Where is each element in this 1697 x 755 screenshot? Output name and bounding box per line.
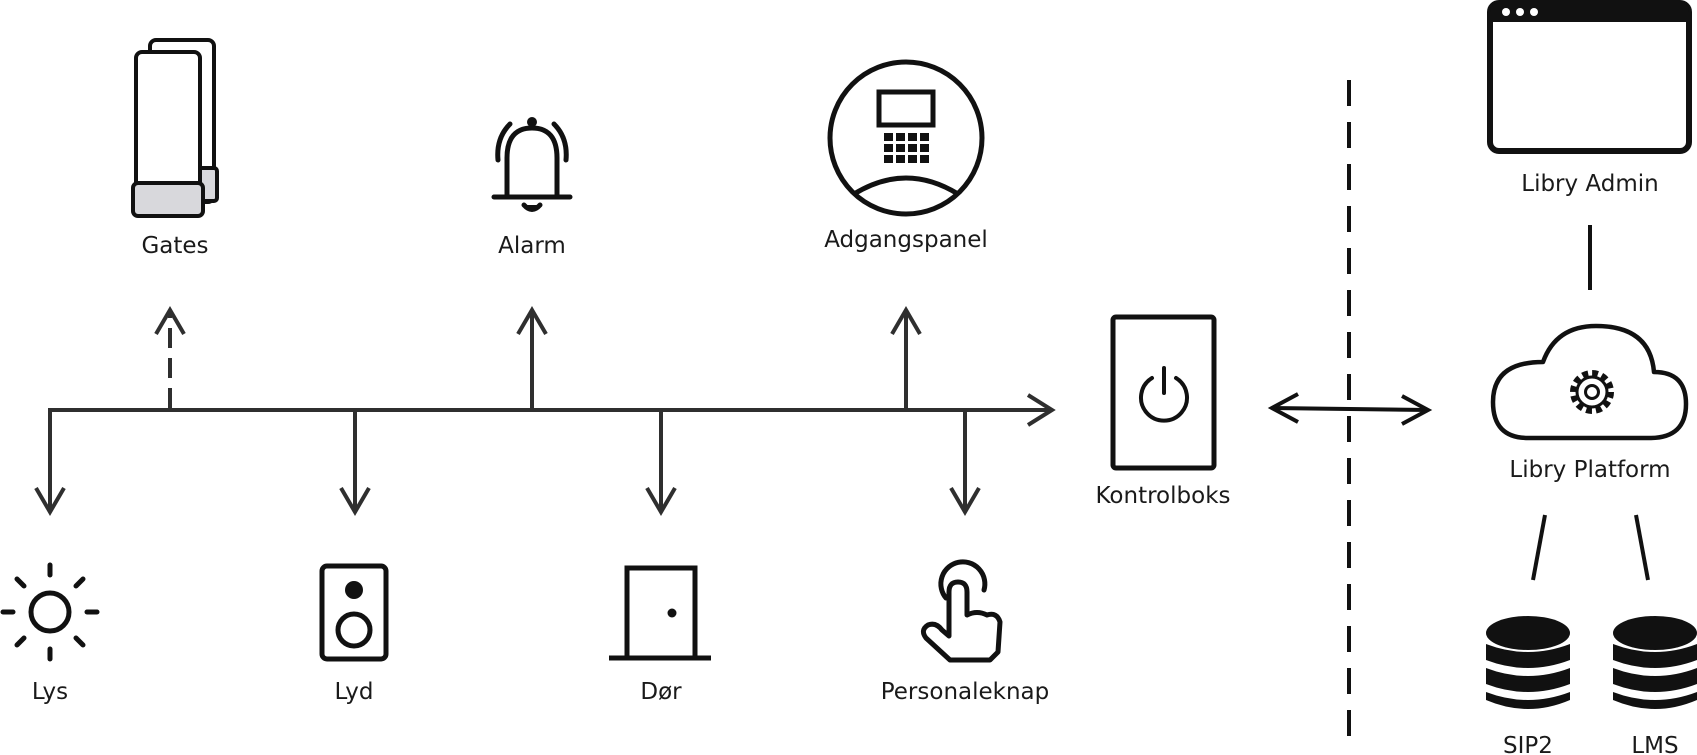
- cloud-gear-icon: [1490, 323, 1689, 441]
- bidirectional-arrowhead-left: [1267, 392, 1299, 424]
- bidirectional-arrowhead-right: [1401, 394, 1433, 426]
- lyd-label: Lyd: [335, 679, 374, 705]
- platform-lms-link: [1634, 514, 1650, 581]
- browser-window-icon: [1487, 0, 1692, 154]
- libry-admin-label: Libry Admin: [1521, 171, 1658, 197]
- platform-sip2-link: [1531, 514, 1547, 581]
- dor-node: Dør: [609, 565, 711, 705]
- right-connectors: [1267, 80, 1650, 740]
- gates-icon: [131, 38, 219, 218]
- lys-node: Lys: [0, 562, 100, 705]
- database-icon: [1486, 616, 1570, 709]
- sip2-label: SIP2: [1503, 733, 1553, 755]
- libry-platform-node: Libry Platform: [1490, 323, 1689, 483]
- sun-icon: [0, 562, 100, 662]
- lyd-arrowhead: [339, 486, 371, 516]
- personaleknap-arrowhead: [949, 486, 981, 516]
- dor-arrowhead: [645, 486, 677, 516]
- power-icon: [1139, 366, 1189, 423]
- adgangspanel-label: Adgangspanel: [824, 227, 988, 253]
- sip2-node: SIP2: [1486, 616, 1570, 755]
- door-icon: [609, 565, 711, 661]
- alarm-label: Alarm: [498, 233, 566, 259]
- bell-icon: [491, 117, 573, 212]
- lys-arrowhead: [34, 486, 66, 516]
- gates-arrowhead: [154, 306, 186, 336]
- bidirectional-arrow-line: [1271, 406, 1429, 412]
- adgangspanel-node: Adgangspanel: [824, 59, 988, 253]
- kontrolboks-node: Kontrolboks: [1096, 314, 1231, 509]
- bus-connectors: [34, 306, 1056, 516]
- speaker-icon: [319, 563, 389, 662]
- dor-label: Dør: [640, 679, 682, 705]
- keypad-icon: [827, 59, 985, 217]
- database-icon: [1613, 616, 1697, 709]
- libry-platform-label: Libry Platform: [1509, 457, 1670, 483]
- personaleknap-label: Personaleknap: [881, 679, 1050, 705]
- alarm-node: Alarm: [491, 117, 573, 259]
- gates-label: Gates: [141, 233, 208, 259]
- personaleknap-node: Personaleknap: [881, 559, 1050, 705]
- lys-label: Lys: [32, 679, 68, 705]
- hand-pointer-icon: [920, 559, 1003, 663]
- lms-node: LMS: [1613, 616, 1697, 755]
- alarm-arrowhead: [516, 306, 548, 336]
- bus-arrowhead: [1026, 393, 1056, 427]
- libry-admin-node: Libry Admin: [1487, 0, 1692, 197]
- lyd-node: Lyd: [319, 563, 389, 705]
- kontrolboks-label: Kontrolboks: [1096, 483, 1231, 509]
- lms-label: LMS: [1631, 733, 1678, 755]
- gates-node: Gates: [131, 38, 219, 259]
- adgangspanel-arrowhead: [890, 306, 922, 336]
